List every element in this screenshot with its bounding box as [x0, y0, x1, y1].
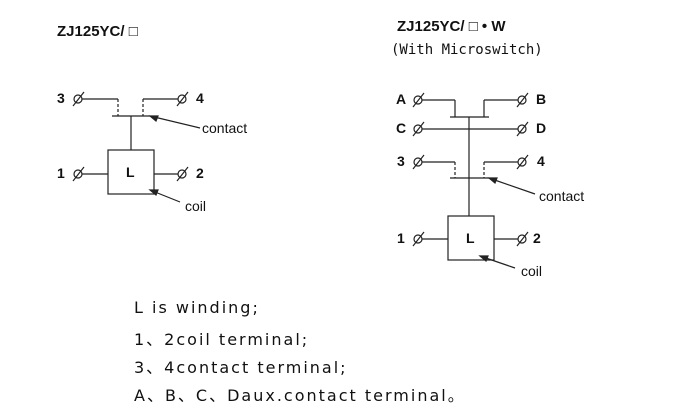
- right-terminal-c-label: C: [396, 120, 406, 136]
- right-contact-label: contact: [539, 188, 584, 204]
- right-terminal-3-label: 3: [397, 153, 405, 169]
- right-terminal-d-label: D: [536, 120, 546, 136]
- right-terminal-b-label: B: [536, 91, 546, 107]
- left-terminal-4-label: 4: [196, 90, 204, 106]
- right-terminal-2-symbol: [516, 231, 529, 247]
- right-subtitle: (With Microswitch): [391, 42, 543, 58]
- left-coil-box: [107, 149, 155, 195]
- right-coil-label: coil: [521, 263, 542, 279]
- right-terminal-a-label: A: [396, 91, 406, 107]
- left-title: ZJ125YC/ □: [57, 23, 138, 40]
- right-title: ZJ125YC/ □ • W: [397, 18, 506, 35]
- right-terminal-d-symbol: [516, 121, 529, 137]
- left-contact-label: contact: [202, 120, 247, 136]
- legend-line-2: 1、2coil terminal;: [134, 330, 310, 349]
- legend-line-1: L is winding;: [134, 298, 260, 317]
- right-terminal-1-label: 1: [397, 230, 405, 246]
- right-coil-box: [447, 215, 495, 261]
- right-terminal-4-symbol: [516, 154, 529, 170]
- left-coil-label: coil: [185, 198, 206, 214]
- legend-line-4: A、B、C、Daux.contact terminal。: [134, 386, 466, 405]
- left-terminal-3-label: 3: [57, 90, 65, 106]
- left-terminal-1-label: 1: [57, 165, 65, 181]
- right-terminal-b-symbol: [516, 92, 529, 108]
- right-terminal-2-label: 2: [533, 230, 541, 246]
- right-diagram: ZJ125YC/ □ • W (With Microswitch) A B C …: [391, 18, 584, 279]
- left-terminal-2-label: 2: [196, 165, 204, 181]
- left-coil-letter: L: [126, 164, 135, 180]
- left-terminal-2-symbol: [176, 166, 189, 182]
- legend-line-3: 3、4contact terminal;: [134, 358, 348, 377]
- right-coil-letter: L: [466, 230, 475, 246]
- left-terminal-4-symbol: [176, 91, 189, 107]
- left-diagram: ZJ125YC/ □ 3 4 contact L 1 2: [57, 23, 247, 214]
- right-terminal-4-label: 4: [537, 153, 545, 169]
